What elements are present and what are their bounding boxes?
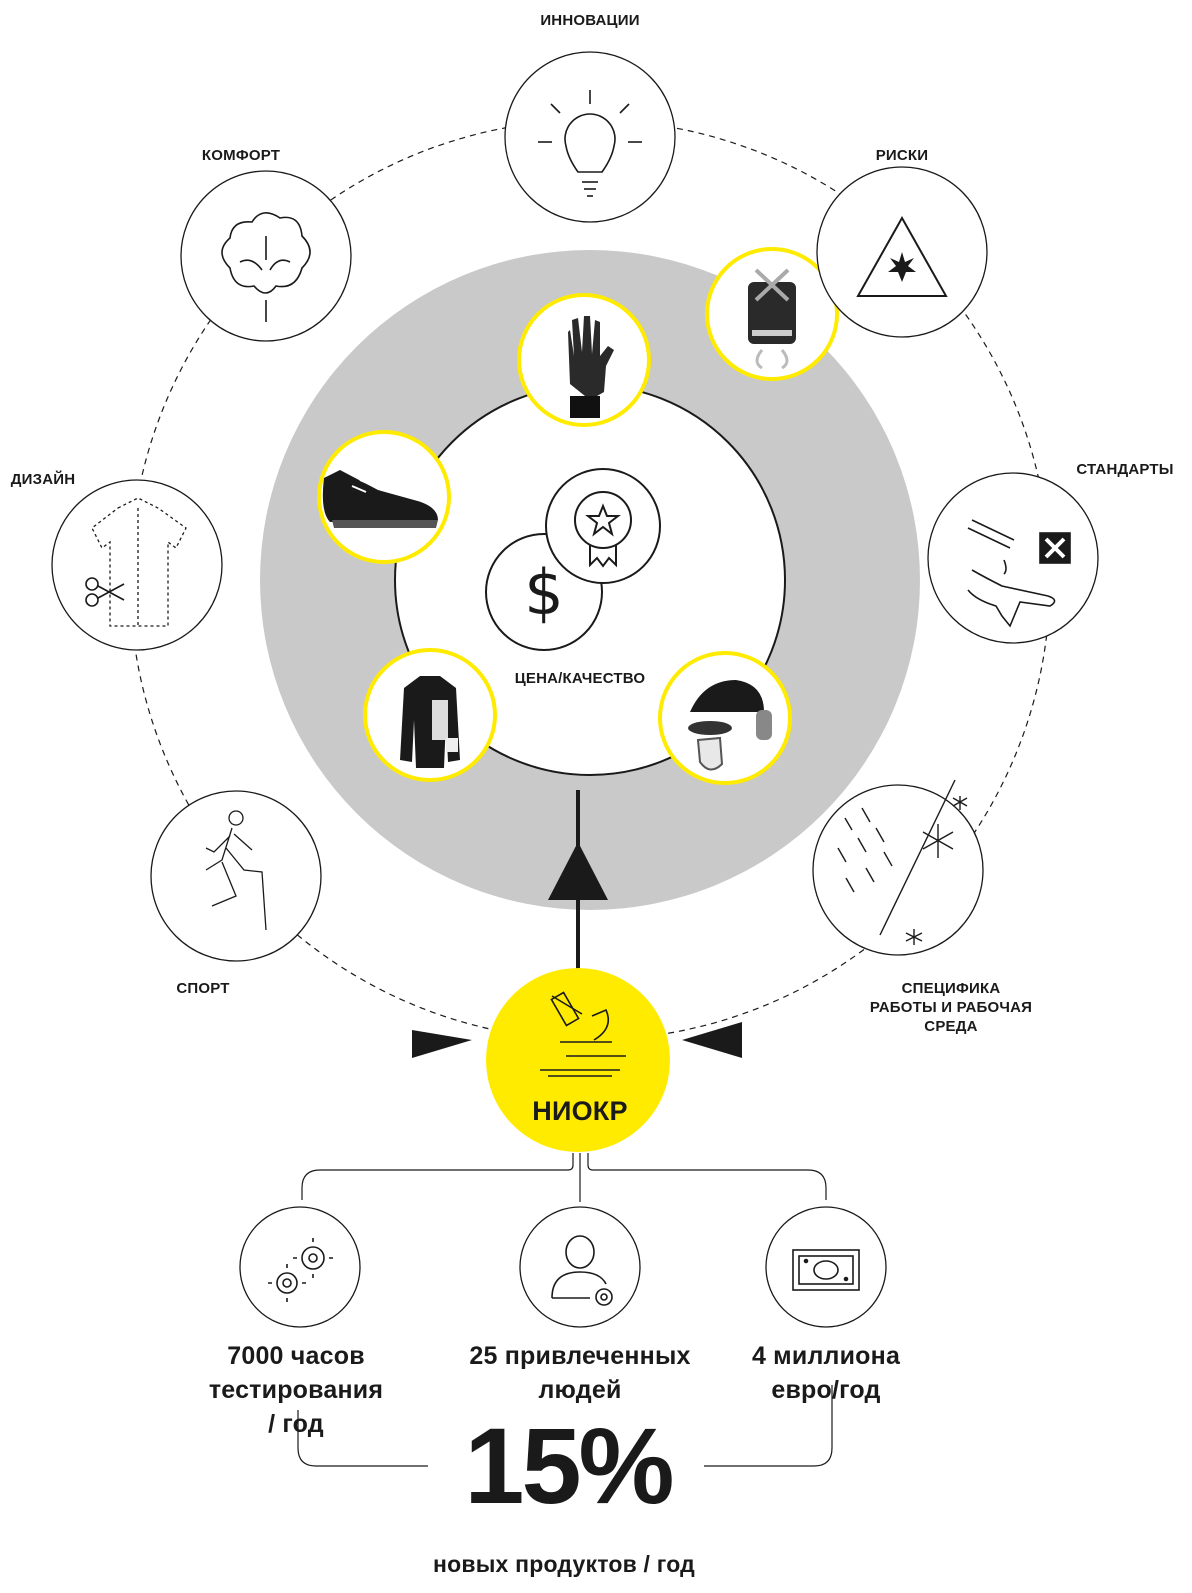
- hazard-chemical-icon: [967, 519, 1071, 628]
- stat-circle-testing: [239, 1206, 361, 1328]
- product-helmet-respirator: [658, 651, 792, 785]
- rain-snow-icon: [837, 779, 968, 945]
- label-comfort: КОМФОРТ: [201, 147, 281, 164]
- comfort-node: [180, 170, 352, 342]
- niokr-hub: [486, 968, 670, 1152]
- up-arrow-icon: [548, 842, 608, 900]
- stat-people: 25 привлеченных людей: [469, 1342, 691, 1404]
- hub-label: НИОКР: [532, 1096, 628, 1126]
- label-environment: СПЕЦИФИКА РАБОТЫ И РАБОЧАЯ СРЕДА: [869, 980, 1033, 1035]
- design-node: [51, 479, 223, 651]
- shirt-scissors-icon: [91, 497, 187, 627]
- runner-icon: [205, 810, 267, 931]
- product-harness: [705, 247, 839, 381]
- microscope-icon: [540, 991, 626, 1077]
- result-caption: новых продуктов / год: [433, 1551, 695, 1577]
- lightbulb-icon: [538, 90, 642, 197]
- innovations-node: [504, 51, 676, 223]
- product-jacket: [363, 648, 497, 782]
- scissors-icon: [85, 577, 125, 607]
- stat-circle-budget: [765, 1206, 887, 1328]
- banknote-icon: [792, 1249, 860, 1291]
- stat-budget: 4 миллиона евро/год: [751, 1342, 901, 1404]
- right-arrow-icon: [682, 1022, 742, 1058]
- label-price-quality: ЦЕНА/КАЧЕСТВО: [514, 670, 646, 687]
- person-gear-icon: [551, 1235, 613, 1306]
- sport-node: [150, 790, 322, 962]
- product-glove: [517, 293, 651, 427]
- result-value: 15%: [464, 1405, 674, 1526]
- product-shoe: [317, 430, 451, 564]
- svg-text:$: $: [524, 556, 563, 629]
- gears-icon: [268, 1238, 333, 1302]
- laser-warning-icon: [856, 215, 948, 297]
- risks-node: [816, 166, 988, 338]
- stat-circle-people: [519, 1206, 641, 1328]
- tree-connectors: [297, 1153, 833, 1467]
- price-quality-icon: $: [485, 468, 661, 651]
- label-risks: РИСКИ: [875, 147, 929, 164]
- stat-testing: 7000 часов тестирования / год: [208, 1342, 384, 1438]
- standards-node: [927, 472, 1099, 644]
- left-arrow-icon: [412, 1030, 472, 1058]
- cotton-icon: [221, 212, 311, 322]
- label-innovations: ИННОВАЦИИ: [540, 12, 640, 29]
- environment-node: [812, 779, 984, 956]
- label-sport: СПОРТ: [176, 980, 230, 997]
- label-standards: СТАНДАРТЫ: [1076, 461, 1174, 478]
- label-design: ДИЗАЙН: [10, 471, 76, 488]
